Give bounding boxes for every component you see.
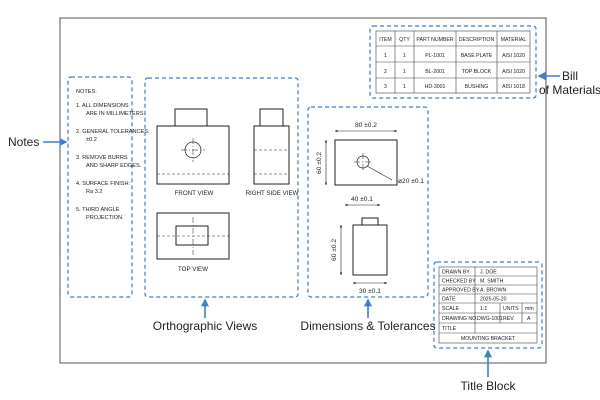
- notes-heading: NOTES:: [76, 89, 97, 95]
- orthographic-callout-label: Orthographic Views: [153, 319, 258, 333]
- bom-row-3-item: 3: [384, 84, 387, 90]
- tb-approved-by-label: APPROVED BY: [442, 288, 480, 294]
- bom-row-1-part-number: PL-1001: [425, 53, 445, 59]
- bom-header-item: ITEM: [379, 37, 391, 43]
- tb-title-value: MOUNTING BRACKET: [461, 336, 516, 342]
- bom-row-1-description: BASE PLATE: [461, 53, 493, 59]
- note-2-line-1: 2. GENERAL TOLERANCES:: [76, 129, 150, 135]
- notes-callout-label: Notes: [8, 135, 39, 149]
- bom-row-2-material: AISI 1020: [502, 69, 525, 75]
- bom-box: [369, 25, 537, 99]
- front-view-drawing: [156, 108, 230, 185]
- note-1-line-2: ARE IN MILLIMETERS.: [86, 111, 146, 117]
- note-4-line-2: Ra 3.2: [86, 189, 102, 195]
- right-view-base: [253, 125, 290, 185]
- note-3-line-1: 3. REMOVE BURRS: [76, 155, 128, 161]
- hole-diameter-text: ø20 ±0.1: [398, 178, 424, 185]
- note-5-line-2: PROJECTION.: [86, 215, 124, 221]
- bom-row-2-qty: 1: [403, 69, 406, 75]
- bom-row-3-description: BUSHING: [465, 84, 489, 90]
- notes-box: [67, 76, 133, 298]
- side-dim-top-block: [361, 217, 379, 226]
- hole-position-text: 40 ±0.1: [351, 196, 373, 203]
- tb-drawn-by-label: DRAWN BY: [442, 270, 470, 276]
- bom-table-grid: [375, 30, 531, 94]
- orthographic-views-box: [144, 77, 299, 298]
- tb-rev-value: A: [527, 316, 531, 322]
- title-block-grid: [438, 266, 538, 344]
- dimensions-box: [307, 106, 429, 298]
- tb-date-value: 2025-05-20: [480, 297, 507, 303]
- tb-scale-label: SCALE: [442, 306, 460, 312]
- tb-checked-by-label: CHECKED BY: [442, 279, 476, 285]
- notes-content: NOTES: 1. ALL DIMENSIONS ARE IN MILLIMET…: [76, 89, 150, 221]
- hole-leader-line: [366, 165, 393, 181]
- tb-approved-by-value: A. BROWN: [480, 288, 506, 294]
- dimensioned-side-view: [339, 217, 388, 285]
- tb-drawing-no-value: DWG-1001: [477, 316, 503, 322]
- tb-scale-value: 1:1: [480, 306, 487, 312]
- tb-units-value: mm: [525, 306, 534, 312]
- bom-row-1-qty: 1: [403, 53, 406, 59]
- bom-row-2-part-number: BL-2001: [425, 69, 445, 75]
- bom-row-2-item: 2: [384, 69, 387, 75]
- note-1-line-1: 1. ALL DIMENSIONS: [76, 103, 129, 109]
- title-block-box: [433, 261, 543, 349]
- drawing-sheet-border: [59, 17, 547, 364]
- right-side-view-label: RIGHT SIDE VIEW: [246, 190, 299, 197]
- tb-checked-by-value: M. SMITH: [480, 279, 504, 285]
- bom-header-description: DESCRIPTION: [459, 37, 495, 43]
- front-view-label: FRONT VIEW: [175, 190, 214, 197]
- title-block-callout-label: Title Block: [461, 379, 517, 393]
- dimensions-callout-label: Dimensions & Tolerances: [300, 319, 435, 333]
- bom-header-qty: QTY: [399, 37, 410, 43]
- top-view-label: TOP VIEW: [178, 266, 208, 273]
- height-dimension-text: 60 ±0.2: [316, 152, 323, 174]
- bom-row-3-part-number: HD-3001: [425, 84, 446, 90]
- tb-date-label: DATE: [442, 297, 456, 303]
- width-dimension-text: 80 ±0.2: [355, 122, 377, 129]
- side-width-dimension-text: 30 ±0.1: [359, 288, 381, 295]
- side-dim-body: [352, 224, 388, 276]
- bom-header-part-number: PART NUMBER: [416, 37, 453, 43]
- tb-rev-label: REV.: [503, 316, 515, 322]
- bom-row-2-description: TOP BLOCK: [462, 69, 492, 75]
- note-4-line-1: 4. SURFACE FINISH:: [76, 181, 131, 187]
- dimensioned-front-view: [324, 129, 398, 207]
- bom-row-1-item: 1: [384, 53, 387, 59]
- side-height-dimension-text: 60 ±0.2: [331, 239, 338, 261]
- note-2-line-2: ±0.2: [86, 137, 97, 143]
- tb-drawing-no-label: DRAWING NO.: [442, 316, 478, 322]
- top-view-inner-block: [175, 225, 209, 246]
- right-view-top-block: [259, 108, 284, 127]
- note-3-line-2: AND SHARP EDGES.: [86, 163, 142, 169]
- bom-callout-label-line-2: of Materials: [539, 83, 600, 97]
- front-view-top-block: [174, 108, 208, 127]
- bom-row-3-qty: 1: [403, 84, 406, 90]
- dim-view-body: [334, 139, 398, 186]
- bom-row-1-material: AISI 1020: [502, 53, 525, 59]
- tb-title-label: TITLE: [442, 326, 457, 332]
- tb-units-label: UNITS: [503, 306, 519, 312]
- bom-header-material: MATERIAL: [501, 37, 527, 43]
- tb-drawn-by-value: J. DOE: [480, 270, 497, 276]
- right-side-view-drawing: [253, 108, 290, 185]
- bom-callout-label-line-1: Bill: [562, 69, 578, 83]
- bom-row-3-material: AISI 1018: [502, 84, 525, 90]
- note-5-line-1: 5. THIRD ANGLE: [76, 207, 120, 213]
- top-view-drawing: [156, 212, 230, 260]
